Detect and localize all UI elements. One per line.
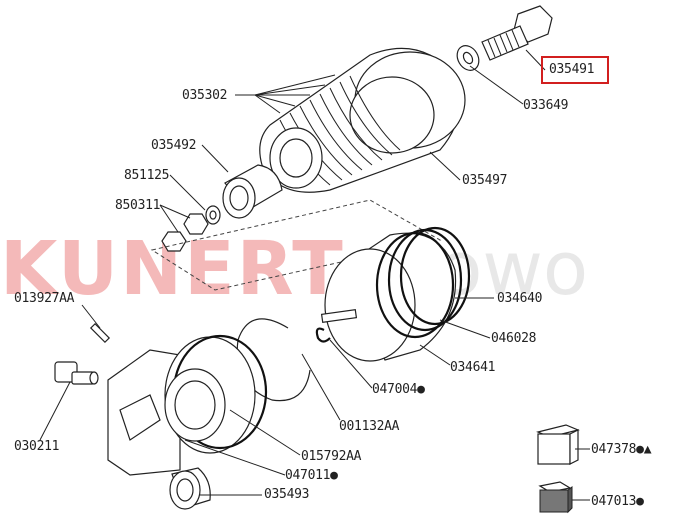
washer-part xyxy=(456,45,480,71)
part-label-035302[interactable]: 035302 xyxy=(182,88,228,103)
part-label-047378[interactable]: 047378●▲ xyxy=(591,442,652,458)
part-label-030211[interactable]: 030211 xyxy=(14,439,60,454)
part-label-001132AA[interactable]: 001132AA xyxy=(339,419,400,434)
nut-part xyxy=(161,213,209,252)
pin-part xyxy=(89,322,111,344)
small-washer-part xyxy=(205,205,221,225)
bushing-part xyxy=(169,467,211,510)
part-number: 047004 xyxy=(372,382,418,397)
part-label-035493[interactable]: 035493 xyxy=(264,487,310,502)
part-label-035497[interactable]: 035497 xyxy=(462,173,508,188)
piston-part xyxy=(320,226,471,362)
tube-part xyxy=(222,164,283,219)
part-label-034640[interactable]: 034640 xyxy=(497,291,543,306)
bellows-cylinder-part xyxy=(259,47,466,193)
part-label-046028[interactable]: 046028 xyxy=(491,331,537,346)
availability-marker: ● xyxy=(636,494,644,509)
part-label-850311[interactable]: 850311 xyxy=(115,198,161,213)
part-label-015792AA[interactable]: 015792AA xyxy=(301,449,362,464)
availability-marker: ● xyxy=(417,382,425,397)
fitting-part xyxy=(54,361,99,385)
part-number: 047011 xyxy=(285,468,331,483)
part-label-035491[interactable]: 035491 xyxy=(549,62,595,77)
part-label-033649[interactable]: 033649 xyxy=(523,98,569,113)
part-label-035492[interactable]: 035492 xyxy=(151,138,197,153)
availability-marker: ● xyxy=(330,468,338,483)
part-label-047013[interactable]: 047013● xyxy=(591,494,644,510)
highlight-box xyxy=(541,56,609,84)
part-label-034641[interactable]: 034641 xyxy=(450,360,496,375)
kit-box-icon xyxy=(536,424,580,465)
part-number: 047013 xyxy=(591,494,637,509)
part-number: 047378 xyxy=(591,442,637,457)
part-label-047011[interactable]: 047011● xyxy=(285,468,338,484)
part-label-047004[interactable]: 047004● xyxy=(372,382,425,398)
circlip-part xyxy=(315,327,331,343)
housing-part xyxy=(107,334,268,476)
availability-marker: ●▲ xyxy=(636,442,652,457)
seal-pack-icon xyxy=(538,481,573,514)
bolt-part xyxy=(481,5,553,61)
leader-lines xyxy=(39,49,590,501)
part-label-013927AA[interactable]: 013927AA xyxy=(14,291,75,306)
dashed-assembly-outline xyxy=(150,199,442,291)
part-label-851125[interactable]: 851125 xyxy=(124,168,170,183)
